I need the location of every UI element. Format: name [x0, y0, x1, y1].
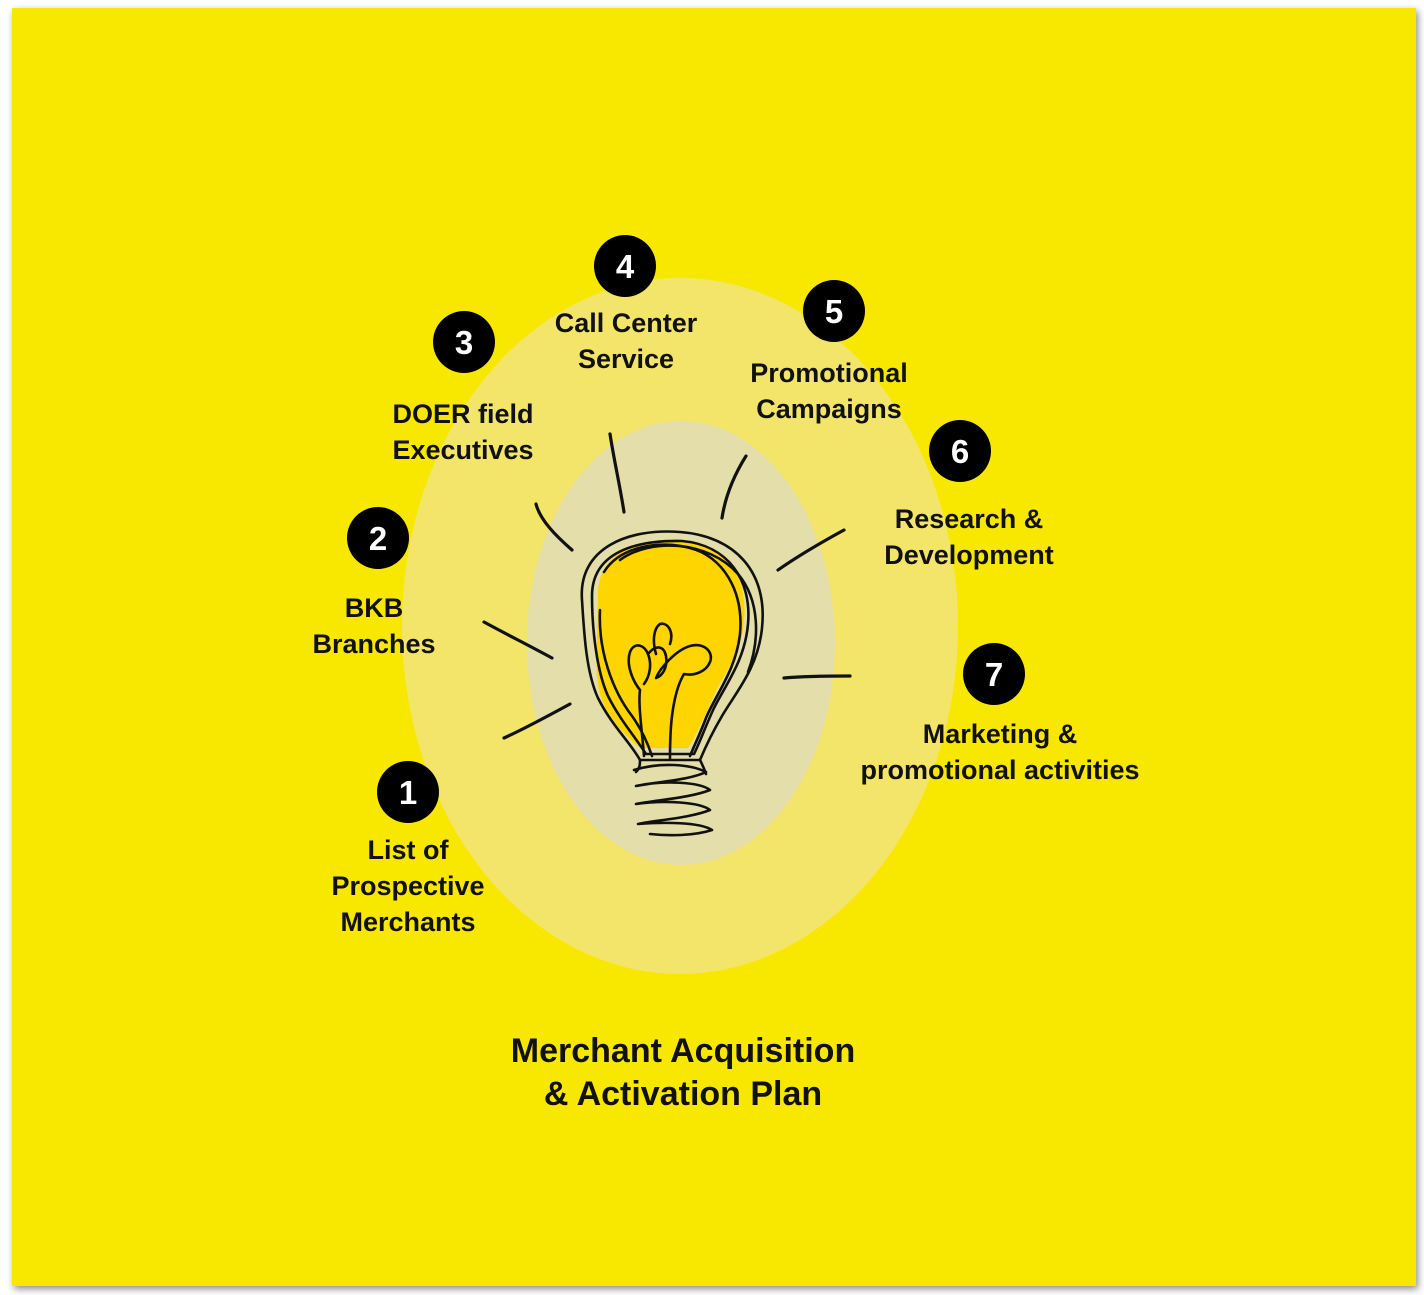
diagram-title: Merchant Acquisition & Activation Plan — [510, 1032, 856, 1113]
step-1-label: List of Prospective Merchants — [331, 835, 485, 937]
step-3-number-badge: 3 — [433, 311, 495, 373]
step-5-number-badge: 5 — [803, 280, 865, 342]
step-1-number-badge: 1 — [377, 761, 439, 823]
step-2-number-badge: 2 — [347, 507, 409, 569]
step-2-label: BKB Branches — [312, 593, 436, 659]
step-7-label: Marketing & promotional activities — [860, 719, 1140, 785]
step-5-label: Promotional Campaigns — [750, 358, 908, 424]
step-7-number-badge: 7 — [963, 643, 1025, 705]
step-3-label: DOER field Executives — [392, 399, 534, 465]
step-6-label: Research & Development — [884, 504, 1054, 570]
step-4-number-badge: 4 — [594, 235, 656, 297]
step-6-number-badge: 6 — [929, 420, 991, 482]
light-bulb-icon — [482, 432, 852, 837]
step-4-label: Call Center Service — [554, 308, 698, 374]
